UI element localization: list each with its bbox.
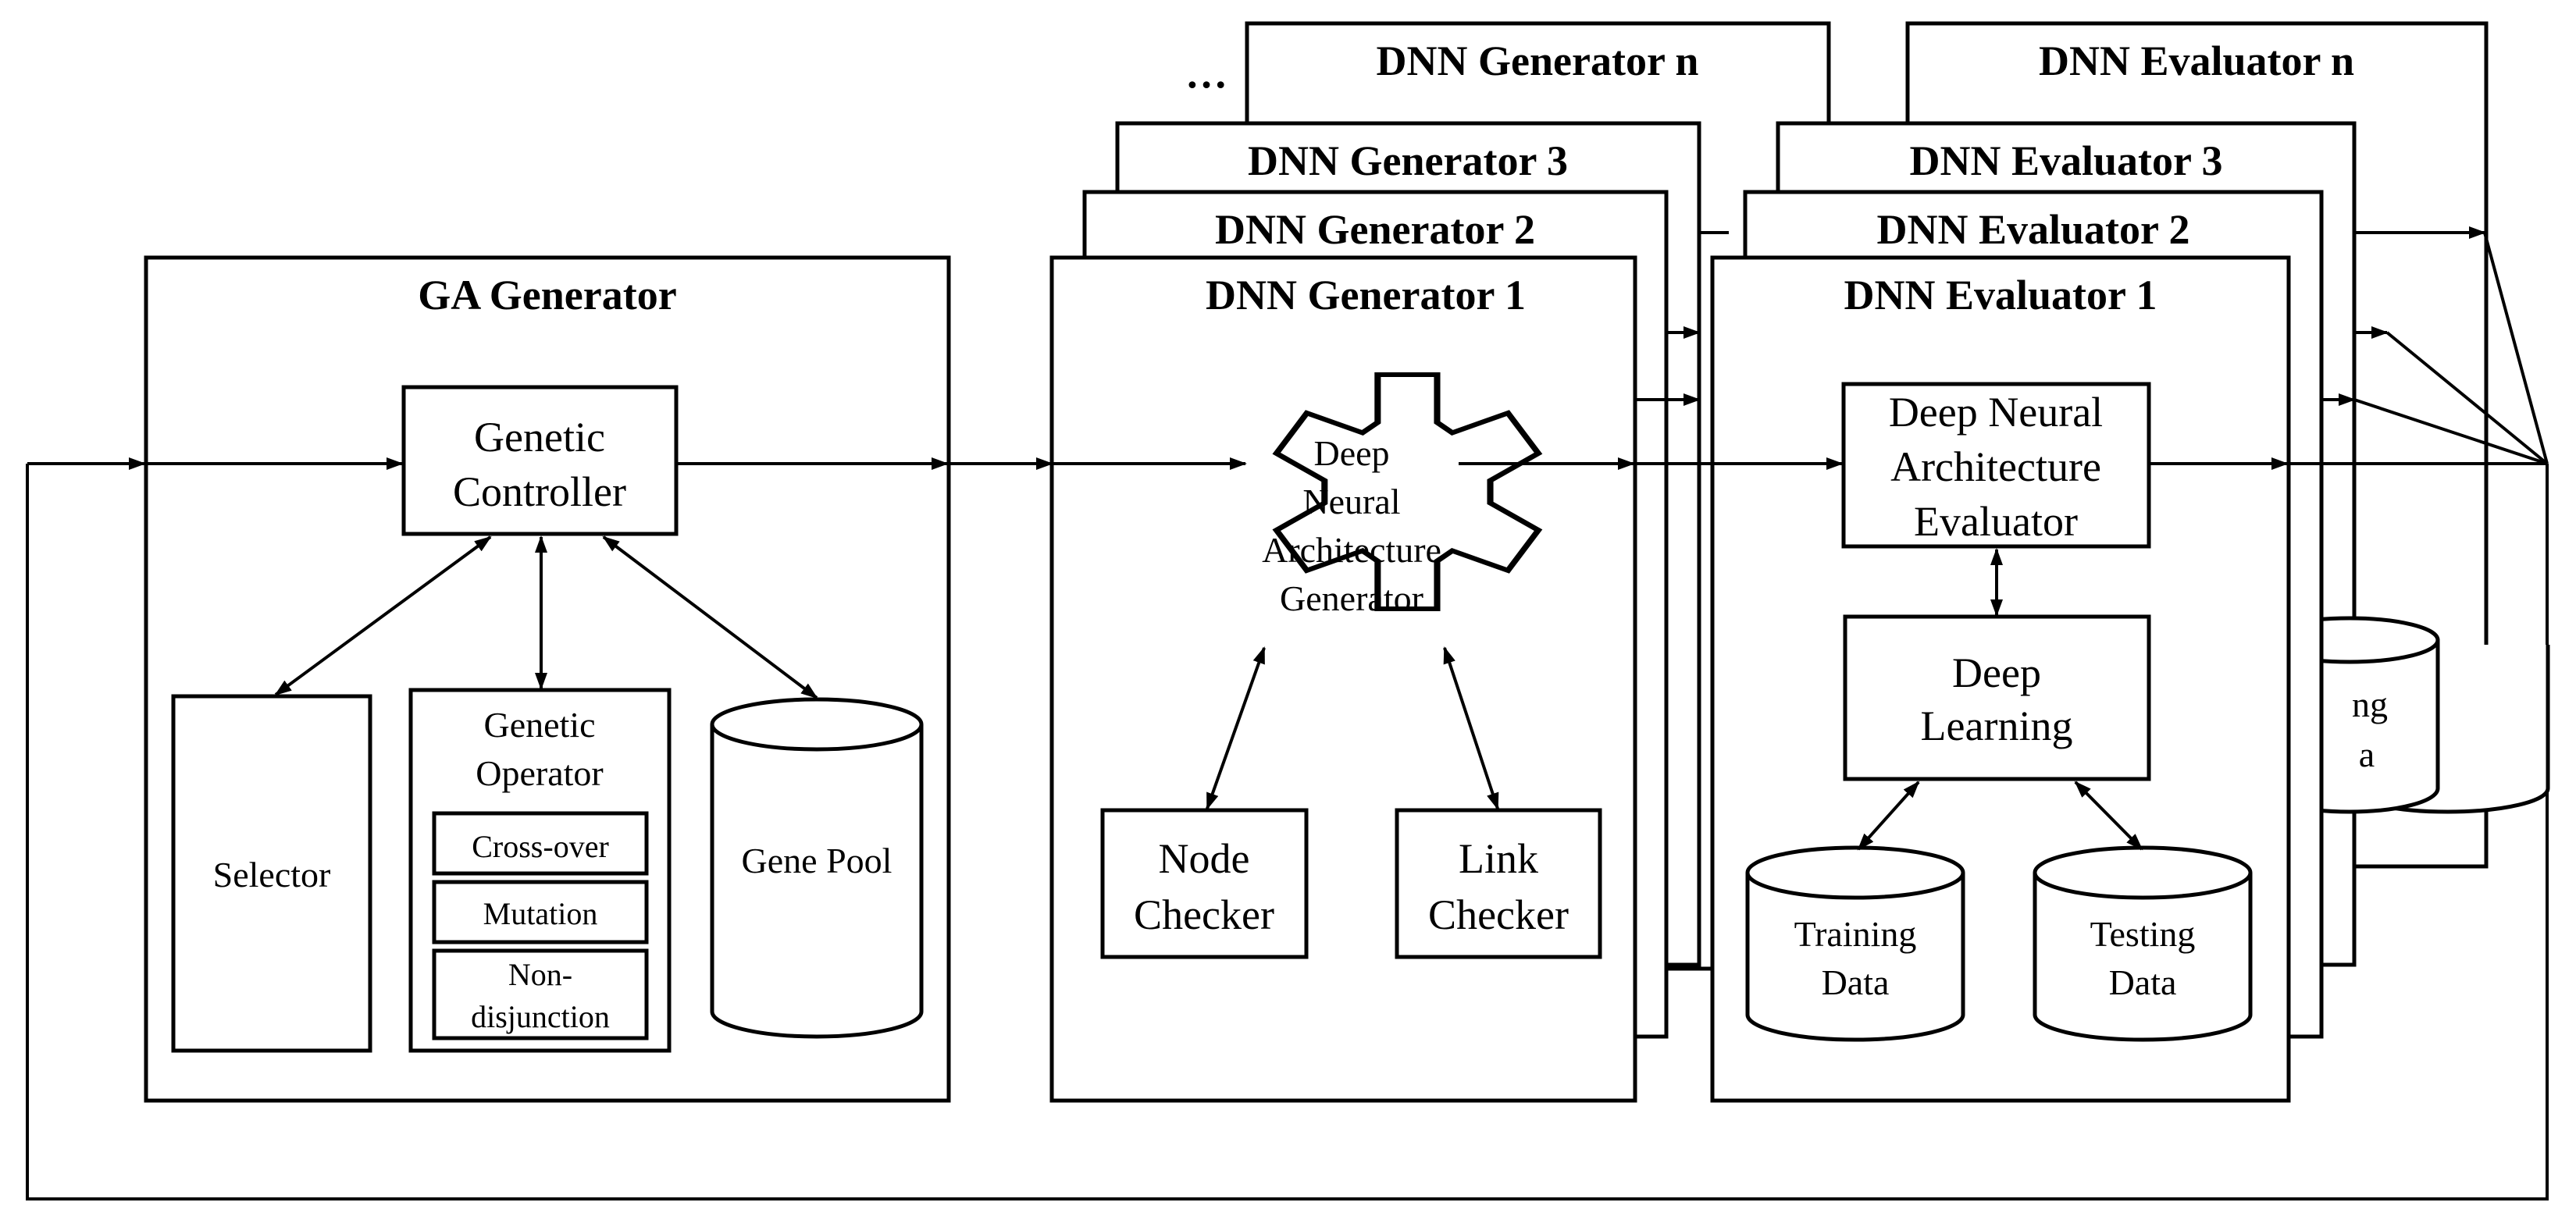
cross-over-label: Cross-over — [472, 829, 609, 864]
mutation-label: Mutation — [483, 896, 598, 931]
ga-generator-panel: GA Generator Genetic Controller Selector… — [144, 255, 951, 1103]
dnn-evaluator-1: DNN Evaluator 1 Deep Neural Architecture… — [1635, 255, 2291, 1103]
dnn-evaluator-3-title: DNN Evaluator 3 — [1909, 137, 2222, 184]
non-disjunction-box — [432, 948, 649, 1040]
architecture-evaluator-label-2: Architecture — [1890, 443, 2101, 490]
training-data-label-2: Data — [1822, 962, 1890, 1002]
architecture-evaluator-label-1: Deep Neural — [1889, 389, 2103, 436]
genetic-operator-label-1: Genetic — [483, 705, 595, 745]
generator-ellipsis: … — [1185, 50, 1227, 97]
architecture-evaluator-label-3: Evaluator — [1914, 498, 2078, 545]
gene-pool-cylinder: Gene Pool — [710, 697, 924, 1039]
cross-over-box — [432, 811, 649, 876]
feedback-loop-line — [26, 464, 2549, 1200]
selector-label: Selector — [213, 855, 331, 895]
genetic-controller-label-2: Controller — [453, 468, 626, 515]
controller-selector-arrow — [274, 535, 492, 696]
non-disjunction-label-1: Non- — [508, 957, 572, 992]
evaluator-3-to-feedback — [2385, 331, 2549, 465]
back-data-label-2: a — [2359, 734, 2375, 774]
dnn-generator-2-title: DNN Generator 2 — [1215, 206, 1535, 253]
genetic-operator-label-2: Operator — [476, 753, 603, 793]
controller-genepool-arrow — [602, 535, 818, 699]
deep-learning-label-2: Learning — [1921, 702, 2073, 749]
dnn-generator-1: DNN Generator 1 Deep Neural Architecture… — [1049, 255, 1637, 1103]
training-data-label-1: Training — [1794, 914, 1917, 954]
architecture-evaluator-box: Deep Neural Architecture Evaluator — [1841, 382, 2151, 549]
genetic-operator-box: Genetic Operator Cross-over Mutation Non… — [408, 688, 672, 1053]
back-data-label-1: ng — [2352, 685, 2388, 724]
genetic-controller-box: Genetic Controller — [401, 385, 679, 536]
dnn-generator-3-title: DNN Generator 3 — [1248, 137, 1568, 184]
link-checker-box: Link Checker — [1395, 808, 1602, 959]
mutation-box — [432, 880, 649, 944]
gear-label-1: Deep — [1313, 433, 1389, 473]
dnn-evaluator-2-title: DNN Evaluator 2 — [1876, 206, 2189, 253]
genetic-controller-label-1: Genetic — [474, 414, 605, 461]
node-checker-box: Node Checker — [1100, 808, 1309, 959]
ga-generator-title: GA Generator — [418, 272, 676, 318]
dnn-generator-1-title: DNN Generator 1 — [1206, 272, 1526, 318]
evaluator-n-to-feedback — [2483, 232, 2549, 464]
testing-data-cylinder: Testing Data — [2033, 845, 2253, 1042]
dnn-generator-n-title: DNN Generator n — [1377, 37, 1699, 84]
testing-data-label-1: Testing — [2090, 914, 2196, 954]
testing-data-label-2: Data — [2109, 962, 2177, 1002]
deep-learning-testing-arrow — [2074, 781, 2143, 851]
gene-pool-label: Gene Pool — [742, 841, 893, 880]
dnn-evaluator-1-title: DNN Evaluator 1 — [1844, 272, 2157, 318]
training-data-cylinder: Training Data — [1745, 845, 1965, 1042]
gear-label-4: Generator — [1280, 578, 1423, 618]
gear-icon — [1272, 372, 1543, 612]
selector-box: Selector — [171, 694, 372, 1053]
deep-learning-box: Deep Learning — [1843, 614, 2151, 781]
dnn-evaluator-n-title: DNN Evaluator n — [2039, 37, 2354, 84]
non-disjunction-label-2: disjunction — [471, 999, 610, 1034]
node-checker-label-2: Checker — [1134, 891, 1274, 938]
deep-learning-training-arrow — [1857, 781, 1920, 851]
link-checker-label-2: Checker — [1428, 891, 1569, 938]
gear-link-checker-arrow — [1443, 646, 1499, 810]
link-checker-label-1: Link — [1459, 835, 1538, 882]
gear-label-2: Neural — [1302, 482, 1400, 521]
evaluator-2-to-feedback — [2353, 398, 2548, 465]
gear-label-3: Architecture — [1262, 530, 1441, 570]
deep-learning-label-1: Deep — [1952, 649, 2041, 696]
node-checker-label-1: Node — [1159, 835, 1250, 882]
gear-node-checker-arrow — [1206, 646, 1266, 810]
